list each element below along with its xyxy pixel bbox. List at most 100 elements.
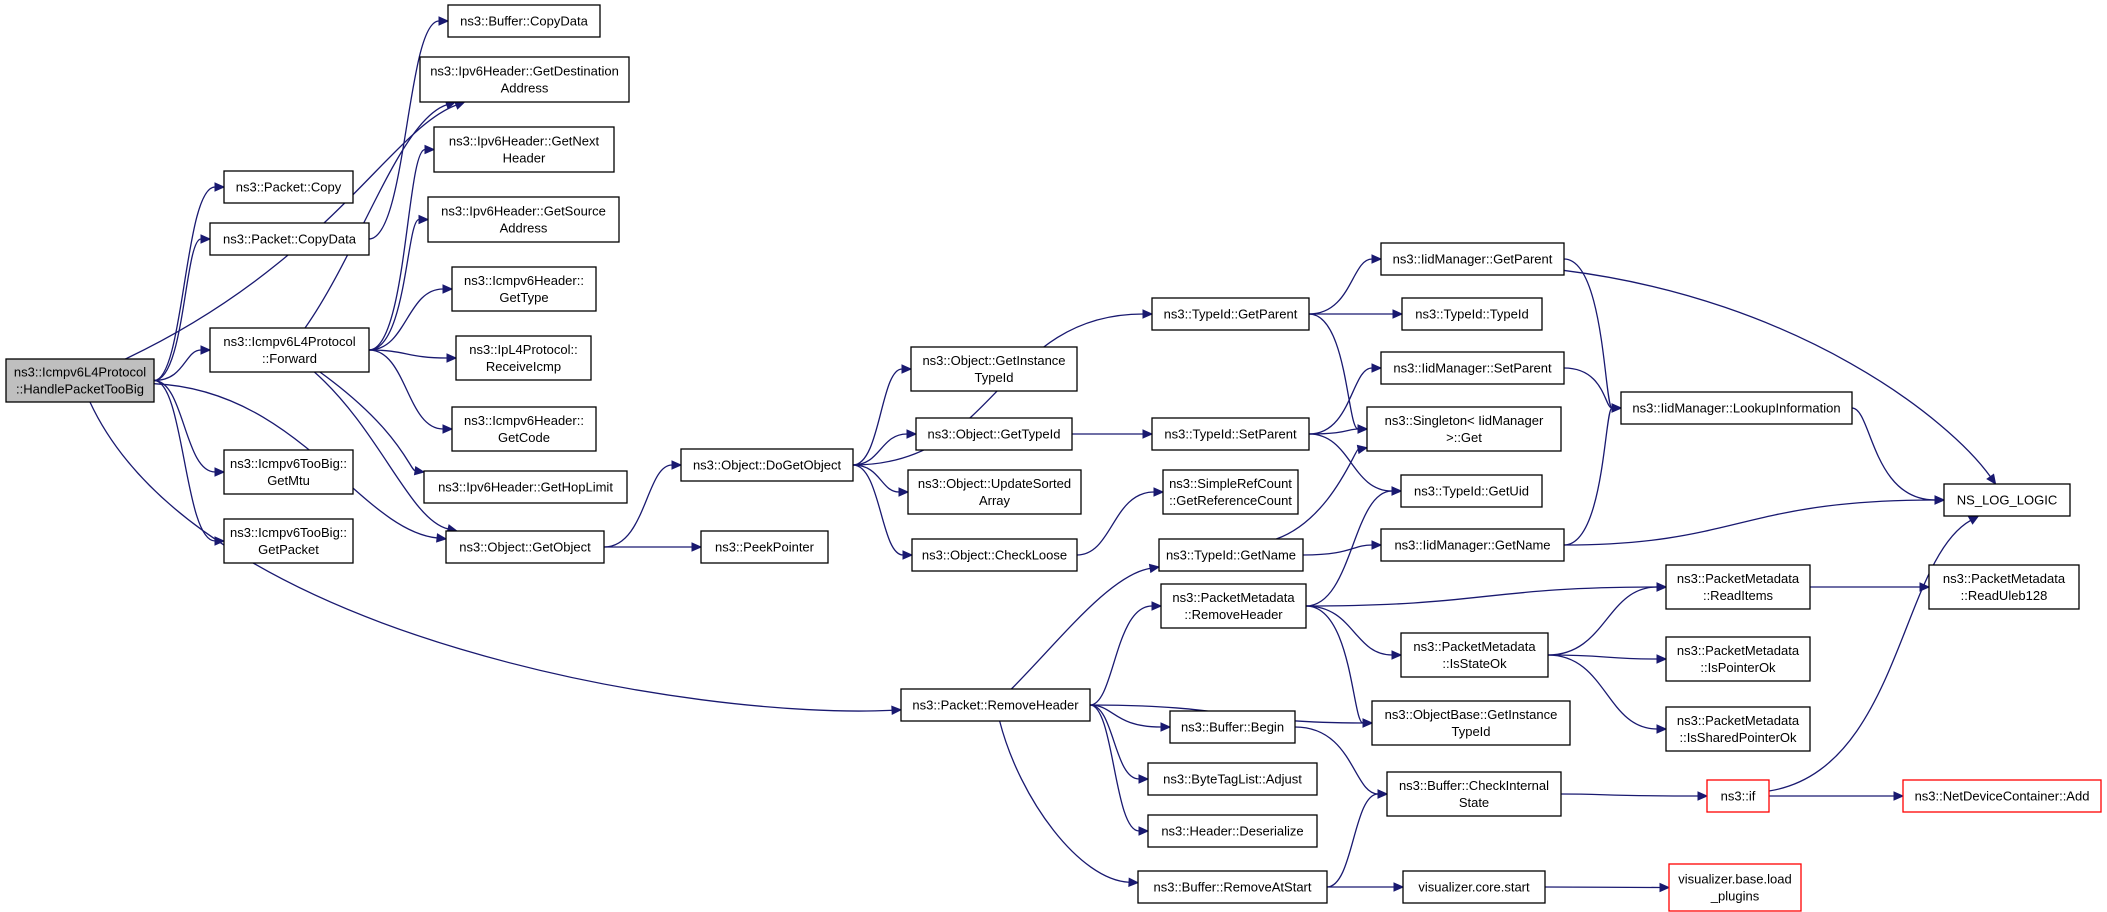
edge-tgetname-to-igetname [1302, 540, 1383, 556]
node-box [209, 222, 370, 256]
node-tgetparent[interactable]: ns3::TypeId::GetParent [1151, 297, 1310, 331]
node-getmtu[interactable]: ns3::Icmpv6TooBig::GetMtu [223, 449, 354, 495]
node-label: ns3::Icmpv6TooBig:: [230, 456, 347, 471]
node-label: ::ReadUleb128 [1961, 588, 2048, 603]
node-label: GetPacket [258, 542, 319, 557]
node-getpacket[interactable]: ns3::Icmpv6TooBig::GetPacket [223, 518, 354, 564]
node-label: ns3::TypeId::GetUid [1414, 484, 1529, 499]
node-ispointerok[interactable]: ns3::PacketMetadata::IsPointerOk [1665, 636, 1811, 682]
node-tsetparent[interactable]: ns3::TypeId::SetParent [1151, 417, 1310, 451]
node-label: ns3::Singleton< IidManager [1385, 413, 1544, 428]
edge-root-to-copy [153, 182, 226, 382]
node-label: ns3::Icmpv6TooBig:: [230, 525, 347, 540]
node-igetparent[interactable]: ns3::IidManager::GetParent [1380, 242, 1565, 276]
edge-arrowhead [1659, 882, 1671, 893]
node-nslog[interactable]: NS_LOG_LOGIC [1943, 483, 2071, 517]
edge-forward-to-getnext [368, 144, 436, 351]
node-lookup[interactable]: ns3::IidManager::LookupInformation [1620, 391, 1853, 425]
edge-arrowhead [1371, 363, 1383, 373]
edge-readitems-to-readuleb [1810, 582, 1931, 592]
node-box [419, 56, 630, 103]
node-gettypeid[interactable]: ns3::Object::GetTypeId [915, 417, 1073, 451]
edge-arrowhead [902, 550, 914, 560]
node-removeheader[interactable]: ns3::Packet::RemoveHeader [900, 688, 1091, 722]
edge-forward-to-gethop [319, 371, 426, 476]
node-forward[interactable]: ns3::Icmpv6L4Protocol::Forward [209, 327, 370, 373]
node-vizload[interactable]: visualizer.base.load_plugins [1668, 863, 1802, 912]
node-label: ::ReadItems [1703, 588, 1774, 603]
node-pmremoveheader[interactable]: ns3::PacketMetadata::RemoveHeader [1160, 583, 1307, 629]
edge-arrowhead [200, 234, 212, 244]
node-readitems[interactable]: ns3::PacketMetadata::ReadItems [1665, 564, 1811, 610]
node-dogetobject[interactable]: ns3::Object::DoGetObject [680, 448, 854, 482]
node-box [1160, 583, 1307, 629]
node-box [1158, 538, 1304, 572]
node-box [1371, 700, 1571, 746]
node-adjust[interactable]: ns3::ByteTagList::Adjust [1147, 762, 1318, 796]
node-label: ReceiveIcmp [486, 359, 561, 374]
node-peek[interactable]: ns3::PeekPointer [700, 530, 829, 564]
node-getobject[interactable]: ns3::Object::GetObject [445, 530, 605, 564]
node-label: ::IsStateOk [1442, 656, 1507, 671]
node-getcode[interactable]: ns3::Icmpv6Header::GetCode [451, 406, 597, 452]
node-simplerefcount[interactable]: ns3::SimpleRefCount::GetReferenceCount [1162, 469, 1299, 515]
node-label: Address [501, 81, 549, 96]
node-root[interactable]: ns3::Icmpv6L4Protocol::HandlePacketTooBi… [5, 358, 155, 403]
edge-tsetparent-to-singleton [1308, 424, 1369, 435]
node-bcopydata[interactable]: ns3::Buffer::CopyData [447, 4, 601, 38]
edge-removeheader-to-removeatstart [998, 720, 1140, 887]
edge-pmremoveheader-to-isstateok [1305, 605, 1403, 660]
edge-isstateok-to-readitems [1547, 582, 1668, 656]
node-label: ns3::IidManager::SetParent [1393, 361, 1552, 376]
edge-arrowhead [442, 424, 454, 434]
node-gethop[interactable]: ns3::Ipv6Header::GetHopLimit [423, 470, 628, 504]
node-removeatstart[interactable]: ns3::Buffer::RemoveAtStart [1137, 870, 1328, 904]
edge-arrowhead [436, 533, 448, 543]
edge-checkinternal-to-nsif [1560, 791, 1709, 801]
node-isetparent[interactable]: ns3::IidManager::SetParent [1380, 351, 1565, 385]
edge-pcopydata-to-bcopydata [368, 16, 450, 240]
node-label: ns3::SimpleRefCount [1169, 476, 1292, 491]
node-issharedok[interactable]: ns3::PacketMetadata::IsSharedPointerOk [1665, 706, 1811, 752]
node-label: ns3::TypeId::SetParent [1164, 427, 1297, 442]
node-getuid[interactable]: ns3::TypeId::GetUid [1400, 474, 1543, 508]
node-label: NS_LOG_LOGIC [1957, 493, 2057, 508]
node-copy[interactable]: ns3::Packet::Copy [223, 170, 354, 204]
node-recvicmp[interactable]: ns3::IpL4Protocol::ReceiveIcmp [455, 335, 592, 381]
node-ndcadd[interactable]: ns3::NetDeviceContainer::Add [1902, 779, 2102, 813]
node-label: visualizer.core.start [1418, 880, 1530, 895]
node-tgetname[interactable]: ns3::TypeId::GetName [1158, 538, 1304, 572]
edge-arrowhead [898, 487, 910, 497]
node-readuleb[interactable]: ns3::PacketMetadata::ReadUleb128 [1928, 564, 2080, 610]
node-typeid[interactable]: ns3::TypeId::TypeId [1401, 297, 1543, 331]
edge-arrowhead [691, 542, 703, 552]
node-isstateok[interactable]: ns3::PacketMetadata::IsStateOk [1400, 632, 1549, 678]
node-box [1928, 564, 2080, 610]
node-deserialize[interactable]: ns3::Header::Deserialize [1147, 814, 1318, 848]
node-label: TypeId [1451, 724, 1490, 739]
edge-forward-to-getsource [368, 214, 430, 351]
node-igetname[interactable]: ns3::IidManager::GetName [1380, 528, 1565, 562]
node-box [451, 266, 597, 312]
node-vizstart[interactable]: visualizer.core.start [1402, 870, 1546, 904]
node-label: ns3::Icmpv6L4Protocol [223, 334, 355, 349]
node-bufbegin[interactable]: ns3::Buffer::Begin [1169, 710, 1296, 744]
node-box [1147, 814, 1318, 848]
node-nsif[interactable]: ns3::if [1706, 779, 1770, 813]
node-checkloose[interactable]: ns3::Object::CheckLoose [911, 538, 1078, 572]
node-singleton[interactable]: ns3::Singleton< IidManager>::Get [1366, 406, 1562, 452]
node-box [1668, 863, 1802, 912]
node-label: ns3::TypeId::GetParent [1164, 307, 1298, 322]
node-gettype[interactable]: ns3::Icmpv6Header::GetType [451, 266, 597, 312]
node-label: ns3::Ipv6Header::GetDestination [430, 64, 619, 79]
node-label: Header [503, 151, 546, 166]
node-pcopydata[interactable]: ns3::Packet::CopyData [209, 222, 370, 256]
